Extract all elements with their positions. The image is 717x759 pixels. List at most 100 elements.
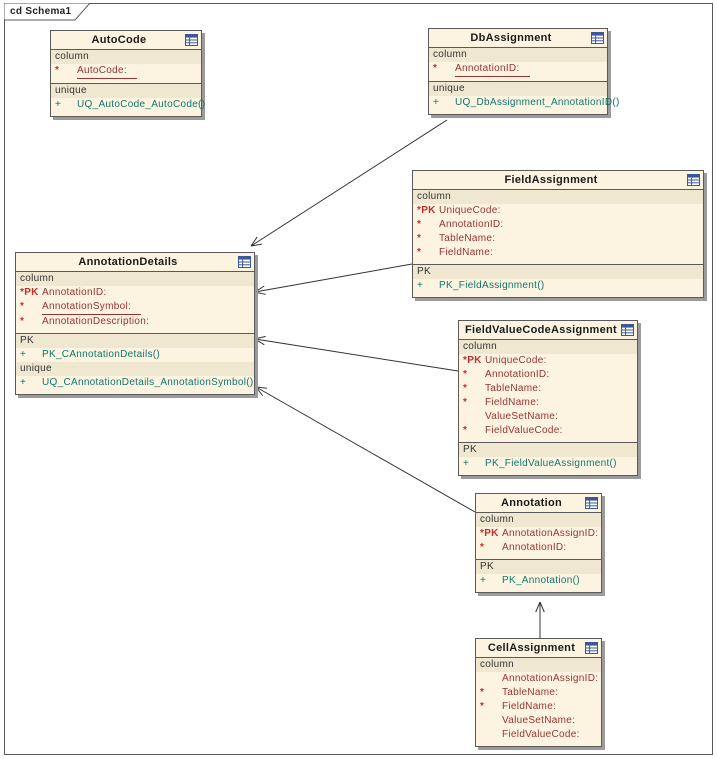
row-marker: * — [480, 701, 485, 712]
table-icon — [185, 34, 198, 46]
row-text: UQ_AutoCode_AutoCode() — [77, 99, 206, 110]
attribute-row[interactable]: *TableName: — [476, 686, 601, 700]
compartment: PK+PK_CAnnotationDetails()unique+UQ_CAnn… — [16, 333, 254, 394]
row-text: AutoCode: — [77, 64, 137, 79]
row-text: FieldValueCode: — [485, 425, 563, 436]
entity-header[interactable]: AnnotationDetails — [16, 253, 254, 271]
row-text: AnnotationAssignID: — [502, 528, 599, 539]
entity-header[interactable]: FieldValueCodeAssignment — [459, 321, 637, 339]
compartment: unique+UQ_DbAssignment_AnnotationID() — [429, 81, 619, 114]
attribute-row[interactable]: * FieldValueCode: — [459, 424, 637, 438]
table-icon — [621, 324, 634, 336]
attribute-row[interactable]: * AutoCode: — [51, 64, 201, 79]
attribute-row[interactable]: *AnnotationSymbol: — [16, 300, 254, 315]
row-text: AnnotationAssignID: — [502, 673, 599, 684]
row-marker — [480, 728, 502, 742]
entity-name: FieldValueCodeAssignment — [464, 324, 618, 336]
frame-label: cd Schema1 — [10, 6, 72, 17]
compartment-label: column — [429, 48, 607, 62]
attribute-row[interactable]: *AnnotationID: — [429, 62, 607, 77]
table-icon — [591, 32, 604, 44]
row-text: UQ_CAnnotationDetails_AnnotationSymbol() — [42, 377, 254, 388]
row-marker: + — [480, 575, 487, 586]
connector-CellAssignment-to-Annotation[interactable] — [535, 601, 545, 638]
attribute-row[interactable]: ValueSetName: — [476, 714, 601, 728]
compartment-label: column — [459, 340, 637, 354]
operation-row[interactable]: + UQ_CAnnotationDetails_AnnotationSymbol(… — [16, 376, 254, 390]
row-text: FieldValueCode: — [502, 729, 580, 740]
row-marker: * — [55, 65, 60, 76]
row-marker: * — [480, 542, 485, 553]
row-marker: * — [463, 383, 468, 394]
connector-FieldValueCodeAssignment-to-AnnotationDetails[interactable] — [254, 335, 459, 372]
attribute-row[interactable]: *AnnotationID: — [459, 368, 637, 382]
row-text: ValueSetName: — [485, 411, 559, 422]
row-text: PK_Annotation() — [502, 575, 580, 586]
entity-header[interactable]: AutoCode — [51, 31, 201, 49]
attribute-row[interactable]: *TableName: — [413, 232, 703, 246]
attribute-row[interactable]: *FieldName: — [476, 700, 601, 714]
attribute-row[interactable]: FieldValueCode: — [476, 728, 601, 742]
connector-Annotation-to-AnnotationDetails[interactable] — [255, 386, 476, 513]
compartment: PK+ PK_FieldAssignment() — [413, 264, 703, 297]
attribute-row[interactable]: *FieldName: — [413, 246, 703, 260]
entity-header[interactable]: CellAssignment — [476, 639, 601, 657]
attribute-row[interactable]: * AnnotationID: — [476, 541, 601, 555]
entity-name: FieldAssignment — [504, 174, 598, 186]
attribute-row[interactable]: *FieldName: — [459, 396, 637, 410]
table-icon — [585, 642, 598, 654]
attribute-row[interactable]: ValueSetName: — [459, 410, 637, 424]
row-marker: + — [417, 280, 424, 291]
connector-DbAssignment-to-AnnotationDetails[interactable] — [250, 119, 448, 247]
entity-header[interactable]: FieldAssignment — [413, 171, 703, 189]
attribute-row[interactable]: *AnnotationDescription: — [16, 315, 254, 329]
row-marker: *PK — [463, 355, 482, 366]
entity-name: AutoCode — [91, 34, 147, 46]
operation-row[interactable]: +UQ_DbAssignment_AnnotationID() — [429, 96, 619, 110]
row-text: AnnotationID: — [502, 542, 567, 553]
row-text: FieldName: — [485, 397, 540, 408]
row-marker — [480, 672, 502, 686]
compartment-label: unique — [429, 82, 607, 96]
row-marker: * — [463, 425, 468, 436]
operation-row[interactable]: +UQ_AutoCode_AutoCode() — [51, 98, 205, 112]
row-marker: + — [20, 377, 27, 388]
entity-name: DbAssignment — [470, 32, 552, 44]
row-text: AnnotationID: — [439, 219, 504, 230]
frame-tab — [4, 3, 91, 21]
operation-row[interactable]: +PK_CAnnotationDetails() — [16, 348, 254, 362]
operation-row[interactable]: +PK_FieldValueAssignment() — [459, 457, 637, 471]
compartment-label: column — [413, 190, 703, 204]
row-text: UQ_DbAssignment_AnnotationID() — [455, 97, 620, 108]
operation-row[interactable]: + PK_Annotation() — [476, 574, 601, 588]
operation-row[interactable]: + PK_FieldAssignment() — [413, 279, 703, 293]
attribute-row[interactable]: * AnnotationID: — [413, 218, 703, 232]
row-text: PK_FieldAssignment() — [439, 280, 545, 291]
entity-header[interactable]: DbAssignment — [429, 29, 607, 47]
compartment-label: PK — [413, 265, 703, 279]
connector-FieldAssignment-to-AnnotationDetails[interactable] — [254, 263, 413, 295]
row-marker — [480, 714, 502, 728]
compartment-label: PK — [459, 443, 637, 457]
attribute-row[interactable]: *TableName: — [459, 382, 637, 396]
entity-name: CellAssignment — [487, 642, 576, 654]
row-marker: * — [417, 219, 422, 230]
entity-header[interactable]: Annotation — [476, 494, 601, 512]
compartment: column*AnnotationID: — [429, 47, 607, 81]
table-icon — [238, 256, 251, 268]
attribute-row[interactable]: AnnotationAssignID: — [476, 672, 601, 686]
